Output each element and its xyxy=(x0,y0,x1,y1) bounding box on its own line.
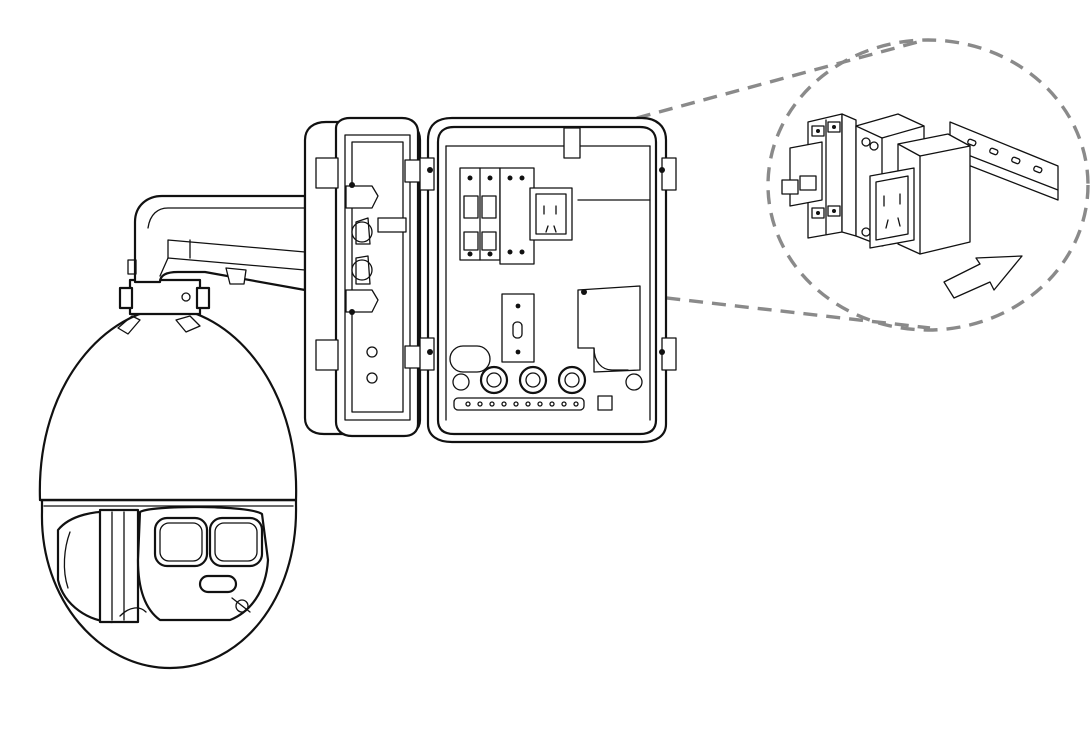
junction-box-cover xyxy=(303,116,428,438)
ir-lamp-right xyxy=(208,516,264,568)
junction-box-body xyxy=(419,116,677,444)
circuit-breaker-in-box xyxy=(459,167,501,261)
insertion-arrow xyxy=(943,255,1023,299)
camera-dome xyxy=(38,306,298,502)
wall-mount-bracket xyxy=(127,194,307,292)
ir-lamp-left xyxy=(153,516,209,568)
power-socket xyxy=(855,113,971,255)
camera-lens-window xyxy=(198,574,238,594)
callout-line-top xyxy=(547,38,926,144)
callout-line-bottom xyxy=(551,283,931,330)
box-outer-frame xyxy=(426,116,668,444)
circuit-breaker xyxy=(781,113,857,239)
callout-detail-circle xyxy=(766,38,1090,332)
power-socket-in-box xyxy=(499,167,573,265)
ptz-dome-camera xyxy=(38,278,298,670)
detail-view xyxy=(781,113,1059,299)
terminal-strip xyxy=(453,397,585,411)
power-module-bracket xyxy=(577,285,641,373)
